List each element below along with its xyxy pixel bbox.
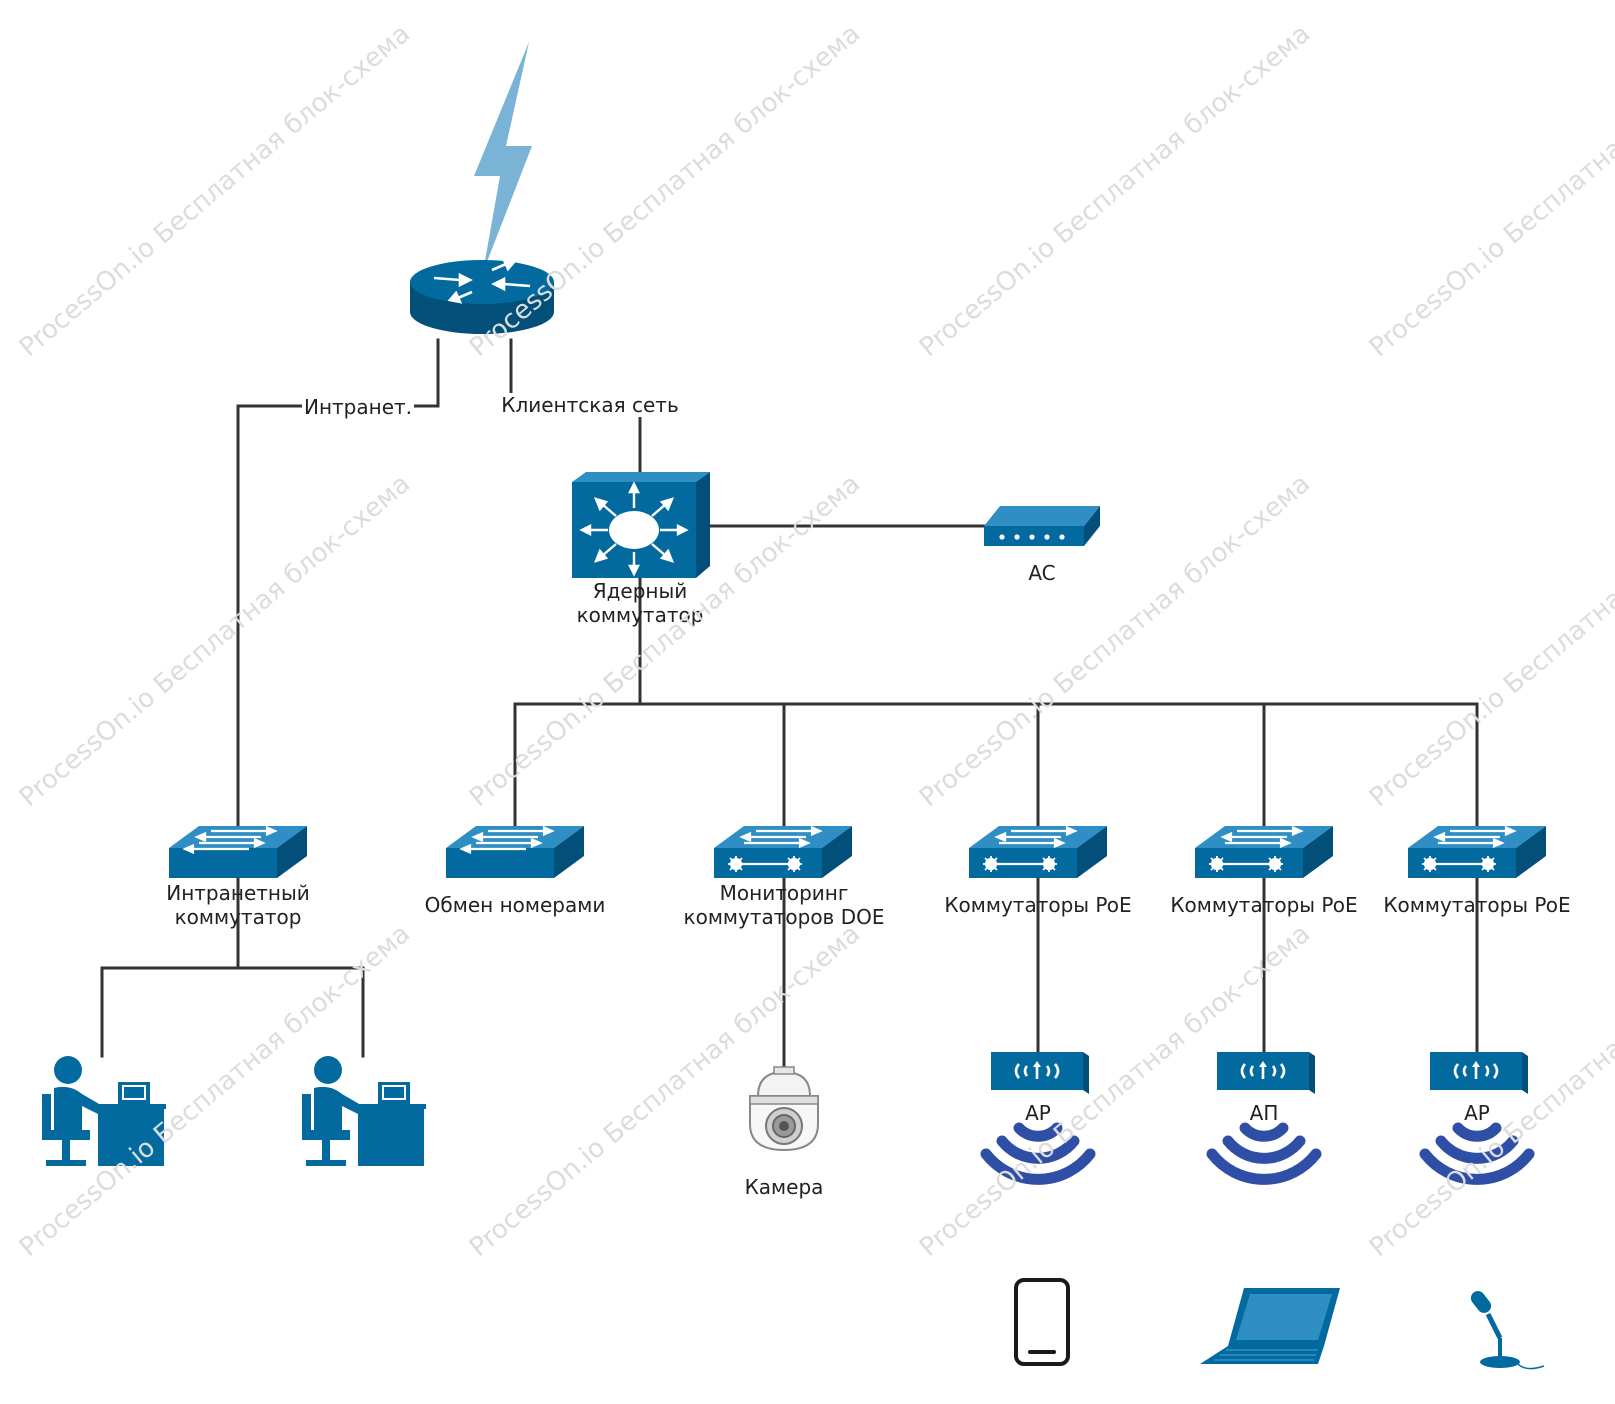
core-switch-label: Ядерный коммутатор bbox=[576, 579, 704, 627]
wifi-signal-icon bbox=[1212, 1128, 1316, 1179]
camera-icon bbox=[749, 1066, 819, 1152]
switch-icon bbox=[444, 824, 586, 880]
microphone-icon bbox=[1470, 1291, 1545, 1370]
access-point-icon bbox=[1215, 1050, 1317, 1096]
wifi-signal-icon bbox=[1425, 1128, 1529, 1179]
poe-switch-icon bbox=[967, 824, 1109, 880]
camera-label: Камера bbox=[744, 1175, 824, 1199]
switch-icon bbox=[167, 824, 309, 880]
intranet-switch-label: Интранетный коммутатор bbox=[166, 881, 310, 929]
user-workstation-icon bbox=[42, 1056, 166, 1166]
core-switch-icon bbox=[572, 472, 710, 578]
ac-label: AC bbox=[1028, 561, 1056, 585]
number-exchange-label: Обмен номерами bbox=[424, 893, 606, 917]
poe-switch-label-3: Коммутаторы PoE bbox=[1383, 893, 1571, 917]
access-point-icon bbox=[1428, 1050, 1530, 1096]
connection-lines bbox=[100, 338, 1479, 1070]
poe-switch-label-1: Коммутаторы PoE bbox=[944, 893, 1132, 917]
wifi-signal-icon bbox=[986, 1128, 1090, 1179]
lightning-icon bbox=[474, 42, 532, 272]
edge-label-intranet: Интранет. bbox=[301, 395, 415, 419]
poe-switch-icon bbox=[1406, 824, 1548, 880]
link-users-bus bbox=[100, 966, 365, 1058]
poe-switch-icon bbox=[1193, 824, 1335, 880]
ap-label-2: АП bbox=[1249, 1101, 1279, 1125]
laptop-icon bbox=[1200, 1288, 1340, 1364]
edge-label-client-network: Клиентская сеть bbox=[499, 393, 681, 417]
tablet-icon bbox=[1014, 1278, 1070, 1366]
access-point-icon bbox=[989, 1050, 1091, 1096]
poe-switch-icon bbox=[712, 824, 854, 880]
poe-switch-label-2: Коммутаторы PoE bbox=[1170, 893, 1358, 917]
ap-label-1: AP bbox=[1025, 1101, 1051, 1125]
ac-controller-icon bbox=[984, 506, 1100, 546]
monitoring-switch-label: Мониторинг коммутаторов DOE bbox=[683, 881, 885, 929]
ap-label-3: AP bbox=[1464, 1101, 1490, 1125]
router-icon bbox=[410, 258, 554, 334]
user-workstation-icon bbox=[302, 1056, 426, 1166]
